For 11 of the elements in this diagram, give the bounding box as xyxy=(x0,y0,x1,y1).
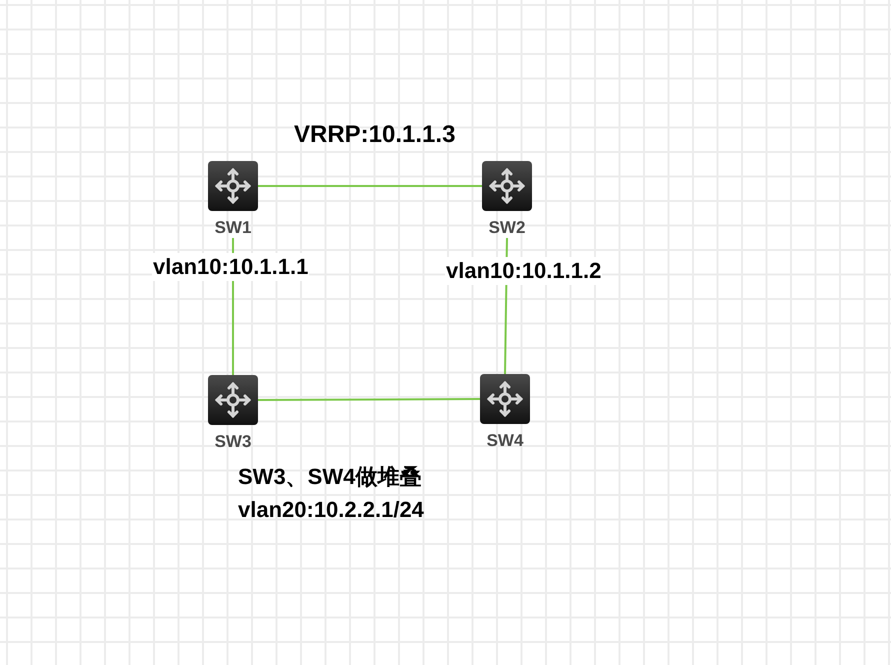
address-note: vlan10:10.1.1.1 xyxy=(152,253,310,280)
address-note: SW3、SW4做堆叠 xyxy=(237,463,422,490)
switch-name: SW4 xyxy=(486,431,524,451)
switch-name: SW1 xyxy=(214,218,252,238)
address-note: vlan20:10.2.2.1/24 xyxy=(237,496,425,524)
link-line xyxy=(258,185,482,187)
switch-name: SW3 xyxy=(214,432,252,452)
switch-name: SW2 xyxy=(488,218,526,238)
address-note: vlan10:10.1.1.2 xyxy=(445,257,602,284)
address-note: VRRP:10.1.1.3 xyxy=(293,120,456,150)
link-line xyxy=(258,398,480,401)
